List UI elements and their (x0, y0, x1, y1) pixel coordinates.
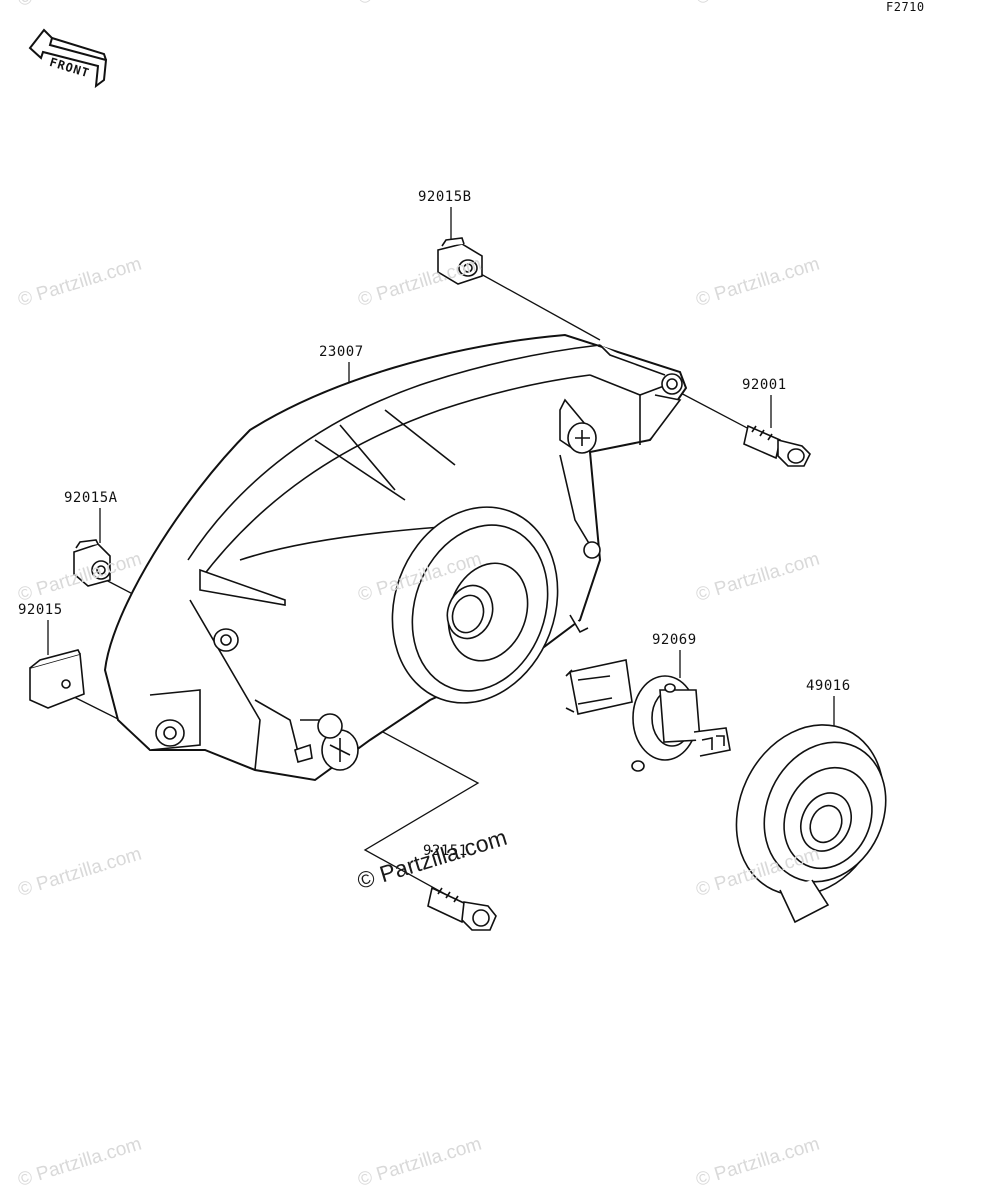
clip-92015b (437, 237, 483, 285)
part-label-92001: 92001 (742, 377, 787, 393)
diagram-code: F2710 (886, 0, 925, 14)
bulb-92069 (565, 659, 731, 772)
part-label-92151: 92151 (423, 843, 468, 859)
clip-92015a (73, 539, 111, 587)
part-label-23007: 23007 (319, 344, 364, 360)
bolt-92151 (427, 886, 497, 931)
part-label-49016: 49016 (806, 678, 851, 694)
part-label-92069: 92069 (652, 632, 697, 648)
bolt-92001 (743, 424, 811, 467)
part-label-92015: 92015 (18, 602, 63, 618)
part-label-92015b: 92015B (418, 189, 472, 205)
headlight-housing-23007 (103, 333, 688, 782)
front-arrow-icon (28, 28, 108, 89)
lens-49016 (735, 724, 887, 924)
nut-92015 (29, 649, 85, 709)
part-label-92015a: 92015A (64, 490, 118, 506)
